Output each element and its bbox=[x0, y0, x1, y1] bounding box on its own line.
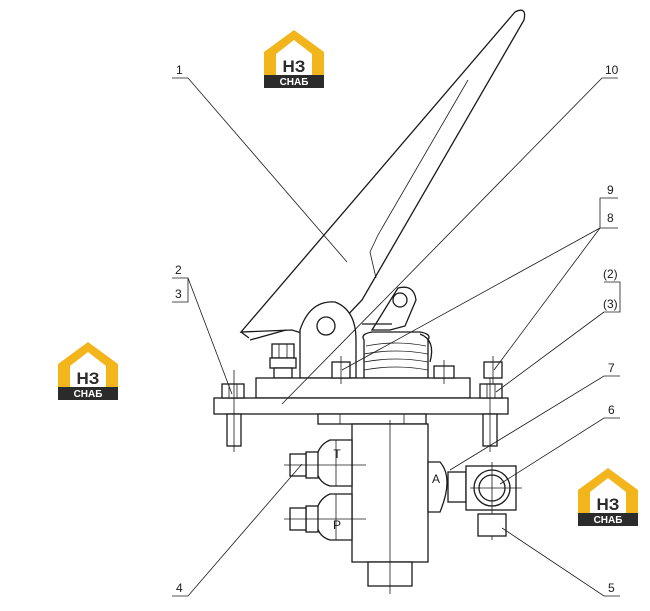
logo-watermark-left: НЗ СНАБ bbox=[58, 342, 118, 400]
port-t-fitting bbox=[284, 439, 366, 487]
base-plate bbox=[213, 377, 509, 425]
svg-text:СНАБ: СНАБ bbox=[280, 77, 309, 88]
adjusting-nut bbox=[269, 343, 297, 379]
screw-top-right bbox=[483, 356, 503, 384]
port-label-p: P bbox=[333, 518, 341, 532]
pivot-bracket bbox=[299, 286, 417, 379]
svg-text:НЗ: НЗ bbox=[283, 57, 306, 76]
port-label-t: T bbox=[333, 447, 341, 461]
bolt-left bbox=[221, 370, 245, 452]
callout-6: 6 bbox=[608, 403, 615, 417]
callout-2: 2 bbox=[175, 263, 182, 277]
svg-text:СНАБ: СНАБ bbox=[594, 515, 623, 526]
callout-9: 9 bbox=[607, 183, 614, 197]
svg-text:НЗ: НЗ bbox=[77, 369, 100, 388]
callout-4: 4 bbox=[176, 581, 183, 595]
bolt-right bbox=[479, 370, 503, 452]
screw-top-left bbox=[331, 356, 351, 384]
logo-watermark-right: НЗ СНАБ bbox=[578, 468, 638, 526]
callout-7: 7 bbox=[608, 361, 615, 375]
callout-5: 5 bbox=[608, 581, 615, 595]
callout-2-parenthesized: (2) bbox=[603, 267, 618, 281]
port-label-a: A bbox=[432, 472, 440, 486]
callout-3-parenthesized: (3) bbox=[603, 297, 618, 311]
callout-8: 8 bbox=[607, 211, 614, 225]
callout-1: 1 bbox=[176, 63, 183, 77]
logo-watermark-top: НЗ СНАБ bbox=[264, 30, 324, 88]
rubber-boot bbox=[362, 331, 433, 379]
callout-3: 3 bbox=[175, 287, 182, 301]
callout-10: 10 bbox=[605, 63, 619, 77]
screw-top-mid bbox=[433, 360, 455, 384]
leader-lines bbox=[172, 77, 621, 597]
svg-text:СНАБ: СНАБ bbox=[74, 389, 103, 400]
port-p-fitting bbox=[284, 493, 366, 541]
port-a-fitting bbox=[447, 462, 522, 540]
valve-body bbox=[351, 420, 448, 594]
svg-text:НЗ: НЗ bbox=[597, 495, 620, 514]
